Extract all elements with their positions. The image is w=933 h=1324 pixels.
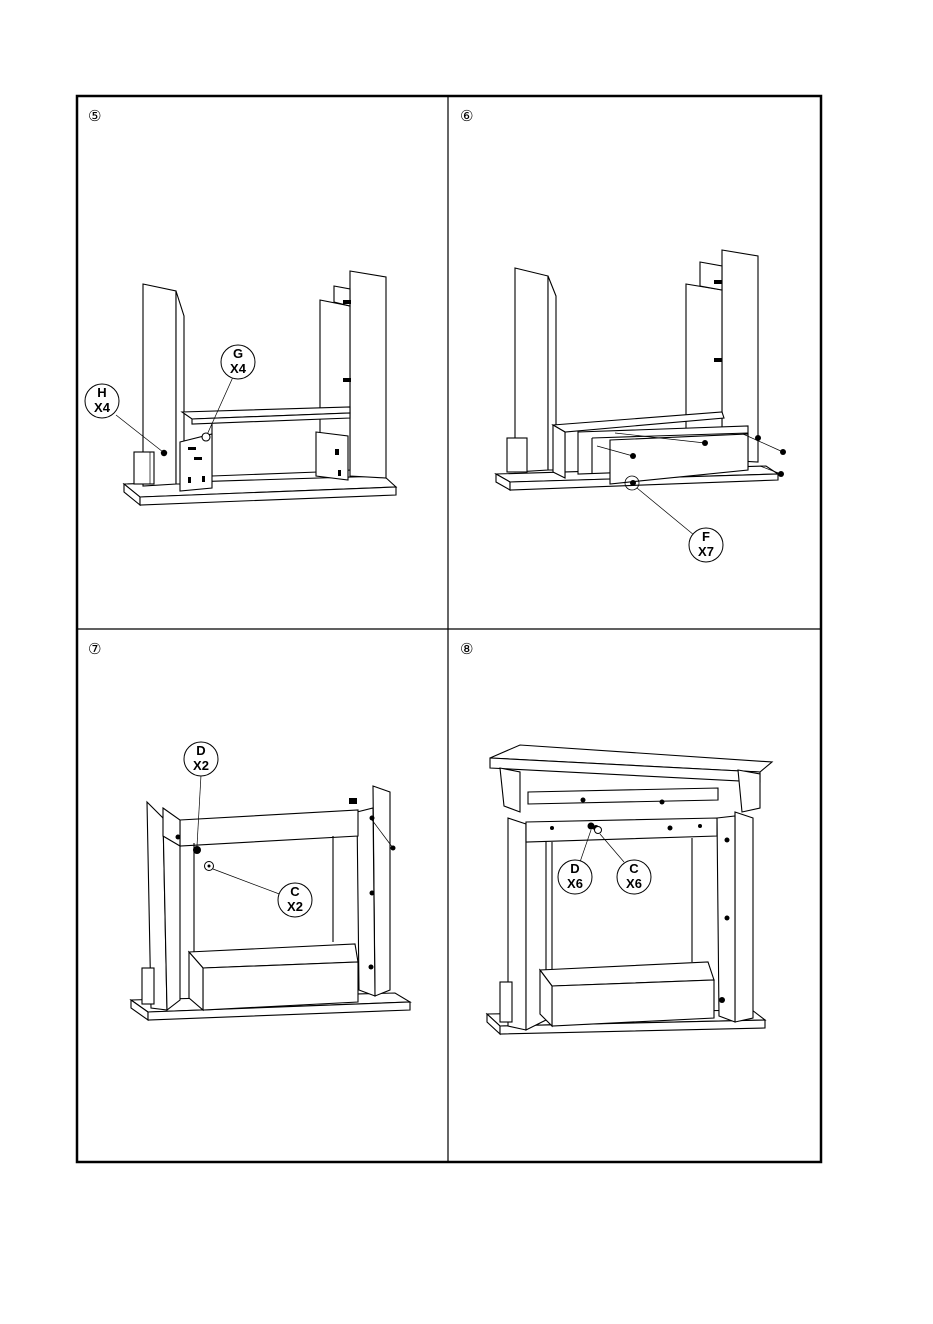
step-6-number: ⑥ bbox=[460, 107, 473, 125]
step-8-callout-d-qty: X6 bbox=[567, 876, 583, 891]
step-5-number: ⑤ bbox=[88, 107, 101, 125]
step-7-callout-d-qty: X2 bbox=[193, 758, 209, 773]
step-7-number: ⑦ bbox=[88, 640, 101, 658]
step-8-callout-d: D X6 bbox=[558, 860, 592, 894]
step-7-callout-d: D X2 bbox=[184, 742, 218, 776]
step-5-callout-h-qty: X4 bbox=[94, 400, 111, 415]
step-6-drawing bbox=[496, 250, 786, 540]
step-5-callout-h-letter: H bbox=[97, 385, 106, 400]
step-7-callout-c-qty: X2 bbox=[287, 899, 303, 914]
step-8-number: ⑧ bbox=[460, 640, 473, 658]
step-5-drawing bbox=[116, 271, 396, 505]
step-8-callout-c-qty: X6 bbox=[626, 876, 642, 891]
step-5-callout-g-letter: G bbox=[233, 346, 243, 361]
step-7-callout-c: C X2 bbox=[278, 883, 312, 917]
step-7-drawing bbox=[131, 775, 410, 1020]
step-8-callout-c-letter: C bbox=[629, 861, 639, 876]
step-6-callout-f-qty: X7 bbox=[698, 544, 714, 559]
step-8-callout-d-letter: D bbox=[570, 861, 579, 876]
step-8-panel: ⑧ bbox=[460, 640, 772, 1034]
step-6-callout-f-letter: F bbox=[702, 529, 710, 544]
step-5-panel: ⑤ bbox=[85, 107, 396, 505]
step-5-callout-h: H X4 bbox=[85, 384, 119, 418]
step-8-callout-c: C X6 bbox=[617, 860, 651, 894]
step-5-callout-g: G X4 bbox=[221, 345, 255, 379]
step-7-panel: ⑦ bbox=[88, 640, 410, 1020]
step-7-callout-c-letter: C bbox=[290, 884, 300, 899]
step-7-callout-d-letter: D bbox=[196, 743, 205, 758]
step-6-panel: ⑥ bbox=[460, 107, 786, 562]
step-5-callout-g-qty: X4 bbox=[230, 361, 247, 376]
step-6-callout-f: F X7 bbox=[689, 528, 723, 562]
